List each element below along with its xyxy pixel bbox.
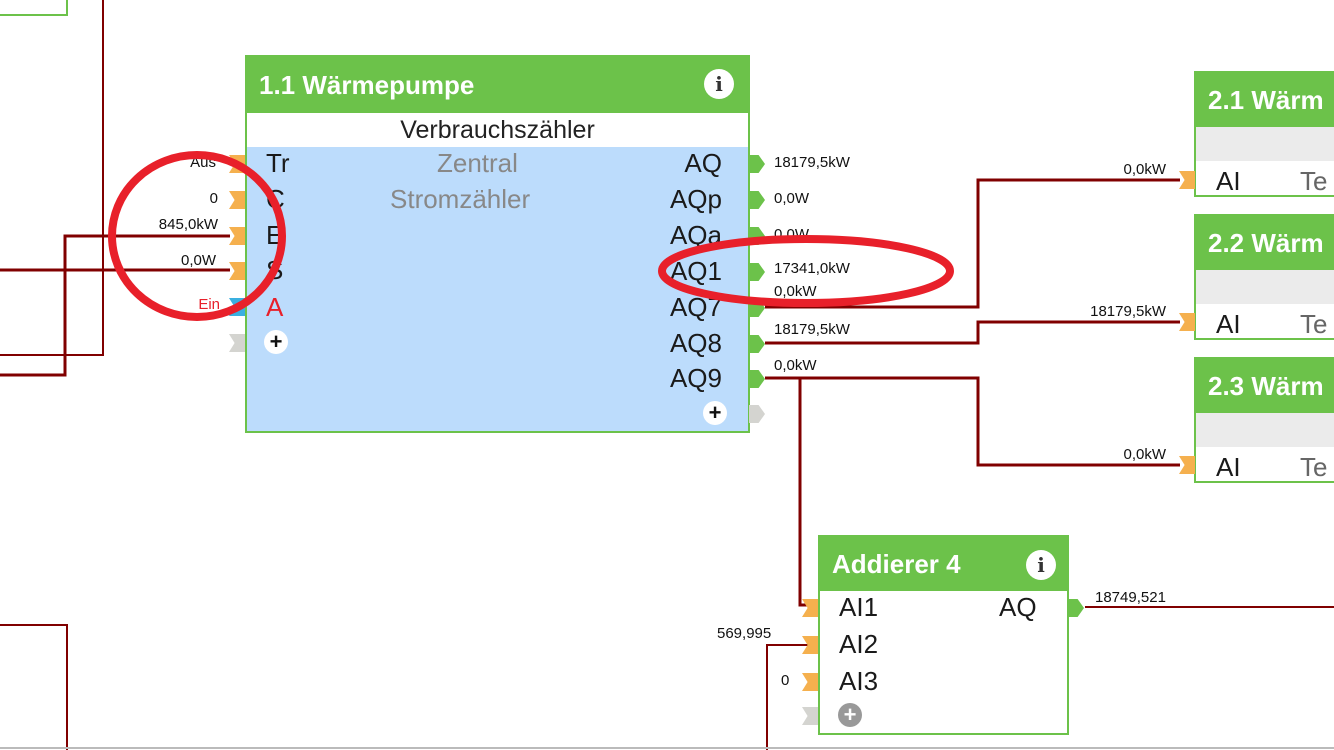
body-line: Stromzähler [390,184,531,214]
body-text: Te [1300,452,1328,482]
block-subtitle-row [1196,413,1334,447]
output-label: AQ9 [669,363,722,393]
output-pin[interactable] [749,370,765,388]
input-value: 569,995 [717,625,772,642]
add-input-icon[interactable]: + [838,703,862,727]
wire [0,0,68,16]
input-value: 0,0kW [1123,446,1166,463]
output-pin[interactable] [749,155,765,173]
input-label-c: C [266,184,285,214]
input-value: 18179,5kW [1090,303,1166,320]
output-value: 0,0kW [774,357,817,374]
block-waermepumpe-2-3[interactable]: 2.3 Wärm AI Te [1194,357,1334,483]
input-pin[interactable] [802,673,818,691]
block-waermepumpe[interactable]: 1.1 Wärmepumpe Verbrauchszähler [245,55,750,433]
input-label-s: S [266,255,284,285]
output-value: 18179,5kW [774,154,850,171]
block-subtitle-row [1196,270,1334,304]
output-pin[interactable] [749,191,765,209]
output-value: 18179,5kW [774,321,850,338]
block-title: 2.2 Wärm [1196,216,1334,270]
input-pin[interactable] [1179,171,1195,189]
block-title: 2.3 Wärm [1196,359,1334,413]
input-value: 845,0kW [158,216,218,233]
input-pin[interactable] [1179,456,1195,474]
input-label: AI3 [839,666,879,696]
output-label: AQ [684,148,722,178]
output-value: 17341,0kW [774,260,850,277]
output-label: AQ1 [669,256,722,286]
input-label: AI1 [839,592,879,622]
output-pin[interactable] [749,335,765,353]
input-value: Ein [198,296,220,313]
input-value: 0,0kW [1123,161,1166,178]
output-value: 0,0W [774,190,810,207]
add-input-pin[interactable] [802,707,818,725]
add-input-pin[interactable] [229,334,245,352]
wire [765,320,1180,345]
info-icon[interactable]: i [704,69,734,99]
add-output-icon[interactable]: + [703,401,727,425]
block-subtitle: Verbrauchszähler [247,113,748,147]
input-label-a: A [266,292,284,322]
wire [765,376,1180,467]
output-value: 0,0kW [774,283,817,300]
output-pin[interactable] [1068,599,1084,617]
block-title: Addierer 4 [820,537,1067,591]
input-label-tr: Tr [266,148,290,178]
input-label: AI [1216,452,1241,482]
output-label: AQp [669,184,722,214]
wire [0,0,104,356]
output-value: 18749,521 [1095,589,1166,606]
block-title: 2.1 Wärm [1196,73,1334,127]
input-pin[interactable] [1179,313,1195,331]
wire [765,178,1180,309]
block-title: 1.1 Wärmepumpe [247,57,748,113]
input-value: 0 [781,672,790,689]
block-waermepumpe-2-2[interactable]: 2.2 Wärm AI Te [1194,214,1334,340]
input-label: AI2 [839,629,879,659]
wire [766,644,810,750]
output-value: 0,0W [774,226,810,243]
output-label: AQ7 [669,292,722,322]
input-label: AI [1216,166,1241,196]
block-subtitle-row [1196,127,1334,161]
input-value: 0 [209,190,218,207]
output-label: AQ8 [669,328,722,358]
add-input-icon[interactable]: + [264,330,288,354]
block-waermepumpe-2-1[interactable]: 2.1 Wärm AI Te [1194,71,1334,197]
output-label: AQa [669,220,722,250]
add-output-pin[interactable] [749,405,765,423]
output-label: AQ [999,592,1037,622]
info-icon[interactable]: i [1026,550,1056,580]
body-line: Zentral [437,148,518,178]
input-value: Aus [190,154,216,171]
input-label-e: E [266,220,284,250]
input-label: AI [1216,309,1241,339]
body-text: Te [1300,166,1328,196]
input-pin[interactable] [802,599,818,617]
body-text: Te [1300,309,1328,339]
input-pin[interactable] [802,636,818,654]
wire [798,378,812,607]
wire [0,624,68,750]
input-value: 0,0W [180,252,216,269]
